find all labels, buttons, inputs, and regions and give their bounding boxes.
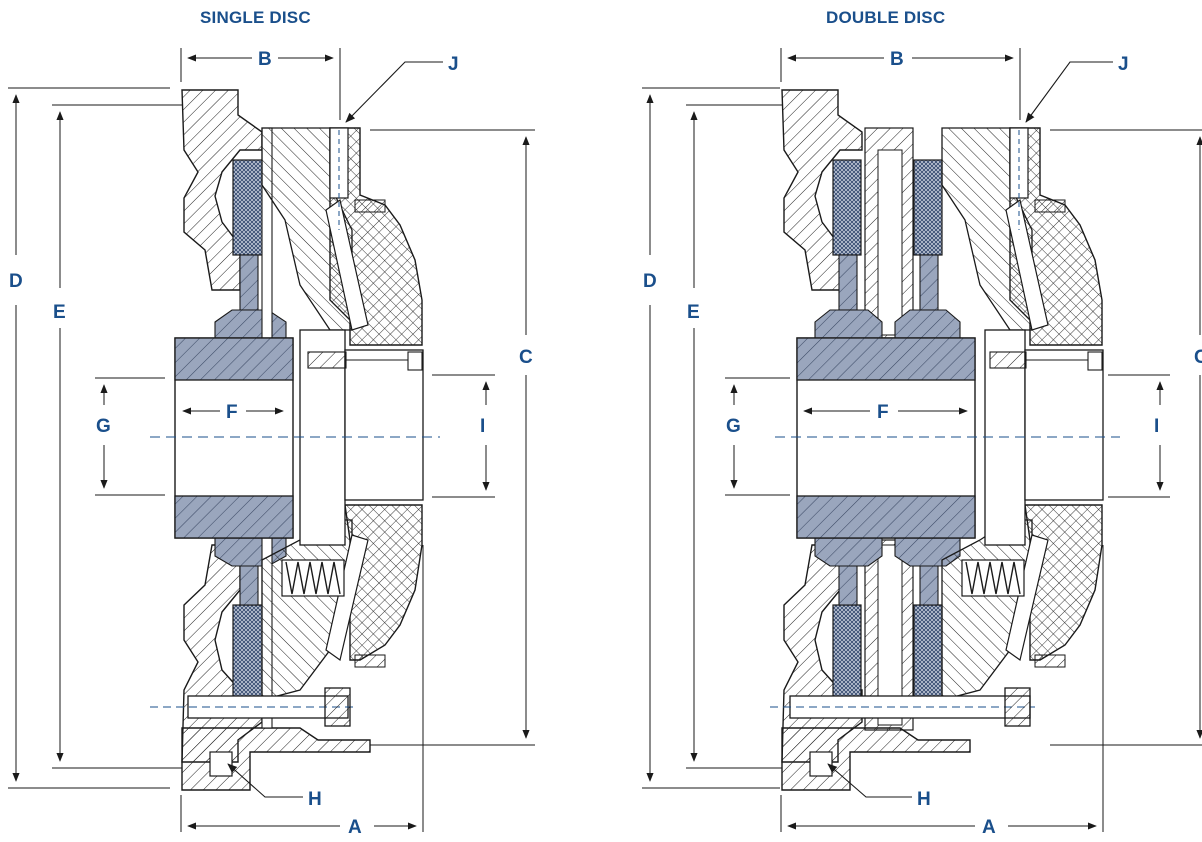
label-j-single: J: [448, 54, 459, 75]
double-disc-title: DOUBLE DISC: [826, 8, 946, 27]
label-i-double: I: [1154, 416, 1159, 437]
label-c-double: C: [1194, 347, 1202, 368]
label-j-double: J: [1118, 54, 1129, 75]
single-disc-title: SINGLE DISC: [200, 8, 311, 27]
label-b-double: B: [890, 49, 904, 70]
label-d-single: D: [9, 271, 23, 292]
label-g-single: G: [96, 416, 111, 437]
label-a-double: A: [982, 817, 996, 837]
label-d-double: D: [643, 271, 657, 292]
friction-disc-top: [232, 159, 264, 256]
label-e-double: E: [687, 302, 700, 323]
friction-disc-bottom: [232, 604, 264, 701]
double-disc-drawing: D E C G I: [642, 48, 1202, 838]
label-h-double: H: [917, 789, 931, 810]
label-f-double: F: [877, 402, 889, 423]
label-b-single: B: [258, 49, 272, 70]
single-disc-drawing: D E C G I: [8, 48, 535, 838]
label-h-single: H: [308, 789, 322, 810]
label-g-double: G: [726, 416, 741, 437]
label-e-single: E: [53, 302, 66, 323]
label-i-single: I: [480, 416, 485, 437]
label-a-single: A: [348, 817, 362, 837]
label-f-single: F: [226, 402, 238, 423]
label-c-single: C: [519, 347, 533, 368]
